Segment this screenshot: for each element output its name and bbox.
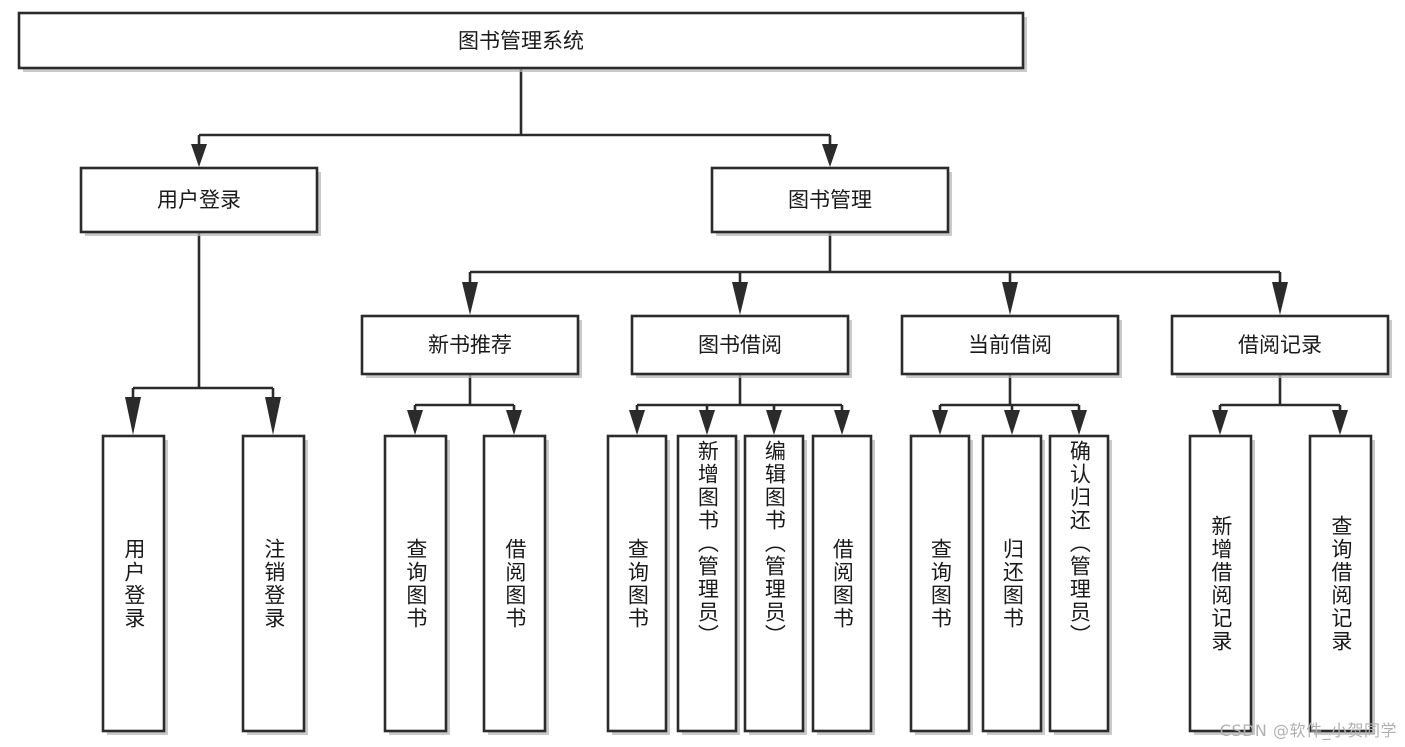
node-leaf-query-book-2[interactable] [606,434,670,735]
arrow-currentborrow-leaf-2 [1004,410,1020,435]
arrow-currentborrow-leaf-1 [932,410,948,435]
node-book-borrow[interactable]: 图书借阅 [630,314,852,378]
node-leaf-logout-box [241,434,306,733]
node-borrow-record-box [1170,314,1390,376]
node-current-borrow[interactable]: 当前借阅 [900,314,1122,378]
arrow-bookmanage-to-borrow-record [1272,282,1288,315]
node-leaf-borrow-book-2-box [811,434,873,733]
arrow-bookborrow-leaf-1 [629,410,645,435]
node-leaf-confirm-return[interactable] [1048,434,1112,735]
node-root[interactable]: 图书管理系统 [17,11,1027,72]
node-leaf-return-book-box [981,434,1043,733]
node-leaf-query-book-1[interactable] [383,434,450,735]
node-leaf-confirm-return-box [1048,434,1110,733]
node-leaf-add-book[interactable] [676,434,740,735]
arrow-currentborrow-leaf-3 [1071,410,1087,435]
arrow-bookmanage-to-current-borrow [1002,282,1018,315]
node-book-manage-box [710,166,950,234]
arrow-borrowrecord-leaf-1 [1212,410,1228,435]
node-leaf-borrow-book-1-box [482,434,547,733]
node-leaf-edit-book-box [743,434,805,733]
arrow-userlogin-leaf-2 [265,397,281,435]
arrow-bookborrow-leaf-3 [766,410,782,435]
node-leaf-add-book-box [676,434,738,733]
node-leaf-query-record-box [1308,434,1373,733]
arrow-root-to-book-manage [822,144,838,167]
node-user-login-box [79,166,319,234]
arrow-borrowrecord-leaf-2 [1332,410,1348,435]
node-current-borrow-box [900,314,1120,376]
node-borrow-record-label: 借阅记录 [1238,333,1322,357]
arrow-bookmanage-to-new-book [462,282,478,315]
node-user-login-label: 用户登录 [157,188,241,212]
node-leaf-return-book[interactable] [981,434,1045,735]
node-leaf-user-login[interactable] [101,434,168,735]
node-leaf-query-record[interactable] [1308,434,1375,735]
node-book-borrow-label: 图书借阅 [698,333,782,357]
node-leaf-edit-book[interactable] [743,434,807,735]
arrow-userlogin-leaf-1 [125,397,141,435]
node-current-borrow-label: 当前借阅 [968,333,1052,357]
node-leaf-add-record[interactable] [1188,434,1255,735]
watermark-text: CSDN @软件_小贺同学 [1219,721,1397,740]
node-layer: 图书管理系统 用户登录 图书管理 新书推荐 [17,11,1392,735]
node-root-label: 图书管理系统 [458,29,584,53]
node-leaf-query-book-3[interactable] [909,434,973,735]
node-leaf-query-book-2-box [606,434,668,733]
node-user-login[interactable]: 用户登录 [79,166,321,236]
arrow-newbook-leaf-2 [506,410,522,435]
node-root-box [17,11,1025,70]
node-leaf-query-book-1-box [383,434,448,733]
arrow-bookborrow-leaf-4 [834,410,850,435]
node-leaf-borrow-book-1[interactable] [482,434,549,735]
connector-layer [125,68,1348,435]
arrow-newbook-leaf-1 [407,410,423,435]
node-leaf-borrow-book-2[interactable] [811,434,875,735]
arrow-bookborrow-leaf-2 [699,410,715,435]
node-borrow-record[interactable]: 借阅记录 [1170,314,1392,378]
node-leaf-user-login-box [101,434,166,733]
node-book-manage[interactable]: 图书管理 [710,166,952,236]
node-new-book-recommend-box [360,314,580,376]
node-new-book-recommend[interactable]: 新书推荐 [360,314,582,378]
arrow-bookmanage-to-book-borrow [732,282,748,315]
node-book-borrow-box [630,314,850,376]
node-leaf-add-record-box [1188,434,1253,733]
node-leaf-logout[interactable] [241,434,308,735]
node-new-book-recommend-label: 新书推荐 [428,333,512,357]
node-leaf-query-book-3-box [909,434,971,733]
node-book-manage-label: 图书管理 [788,188,872,212]
arrow-root-to-user-login [191,144,207,167]
